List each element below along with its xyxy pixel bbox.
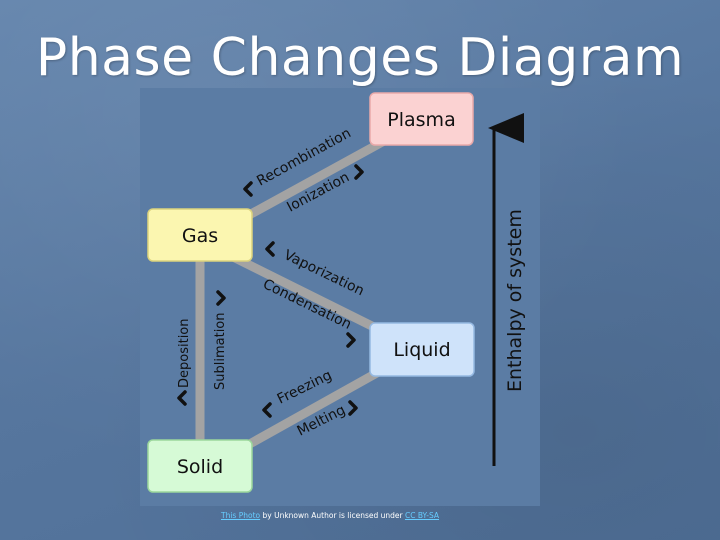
diagram-panel xyxy=(140,88,540,506)
photo-credit-link[interactable]: This Photo xyxy=(221,511,261,520)
chevron-right-icon xyxy=(216,290,226,306)
chevron-right-icon xyxy=(348,400,358,416)
state-solid: Solid xyxy=(147,439,253,493)
slide-title: Phase Changes Diagram xyxy=(35,28,685,88)
connector-plasma-gas xyxy=(237,131,398,224)
state-solid-label: Solid xyxy=(177,456,223,478)
state-gas: Gas xyxy=(147,208,253,262)
connector-gas-liquid xyxy=(212,243,403,345)
connector-liquid-solid xyxy=(227,356,403,459)
state-gas-label: Gas xyxy=(182,225,218,247)
chevron-left-icon xyxy=(243,181,253,197)
photo-credit: This Photo by Unknown Author is licensed… xyxy=(0,511,660,520)
state-plasma: Plasma xyxy=(369,92,474,146)
chevron-left-icon xyxy=(262,402,272,418)
label-deposition: Deposition xyxy=(177,318,192,388)
chevron-left-icon xyxy=(177,390,187,406)
state-liquid: Liquid xyxy=(369,322,475,377)
state-liquid-label: Liquid xyxy=(393,339,450,361)
chevron-left-icon xyxy=(265,241,275,257)
enthalpy-axis-label: Enthalpy of system xyxy=(504,209,526,392)
chevron-right-icon xyxy=(346,332,356,348)
label-sublimation: Sublimation xyxy=(213,313,228,391)
photo-credit-text: by Unknown Author is licensed under xyxy=(260,511,405,520)
chevron-right-icon xyxy=(354,164,364,180)
state-plasma-label: Plasma xyxy=(387,109,455,131)
license-link[interactable]: CC BY-SA xyxy=(404,511,439,520)
